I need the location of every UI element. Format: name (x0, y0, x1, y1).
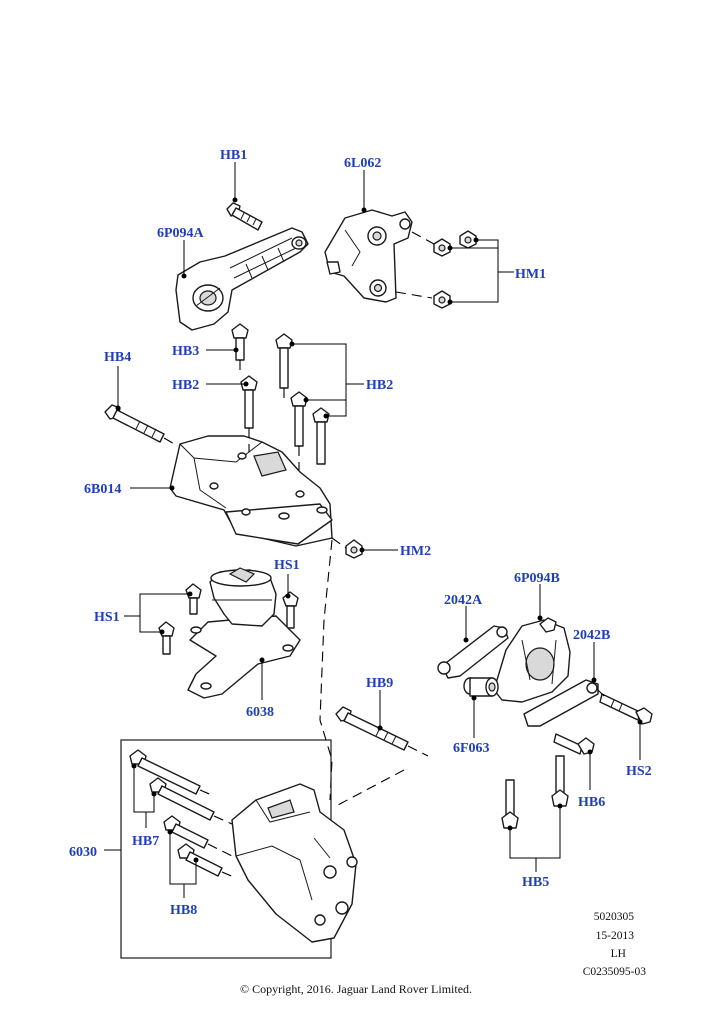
label-6b014: 6B014 (84, 482, 121, 497)
label-hb4: HB4 (104, 350, 131, 365)
dash-hs2 (597, 689, 605, 697)
label-hb5: HB5 (522, 875, 549, 890)
label-2042a: 2042A (444, 593, 483, 608)
bolt-hb1 (226, 202, 263, 231)
label-hb7: HB7 (132, 834, 159, 849)
nut-hm1-a (459, 230, 477, 249)
dash-hm1-a (411, 231, 435, 245)
bolt-hb2-d (312, 407, 330, 465)
dash-hb7b (213, 815, 233, 825)
bolt-hb2-b (275, 333, 293, 389)
label-hs2: HS2 (626, 764, 652, 779)
copyright-notice: © Copyright, 2016. Jaguar Land Rover Lim… (240, 982, 472, 996)
nut-hm2 (345, 539, 363, 559)
dash-hb7a (199, 789, 215, 797)
label-hm1: HM1 (515, 267, 546, 282)
meta-line-4: C0235095-03 (583, 966, 647, 978)
bolt-hb8-b (177, 843, 223, 877)
meta-line-3: LH (611, 948, 626, 960)
mount-bracket-6b014 (169, 435, 333, 547)
dash-hm2 (331, 537, 347, 549)
label-6p094b: 6P094B (514, 571, 560, 586)
stud-hs1-left-a (185, 583, 202, 615)
bracket-2042a (437, 625, 509, 679)
label-6030: 6030 (69, 845, 97, 860)
bracket-6l062 (324, 209, 413, 303)
bolt-hb7-a (129, 749, 201, 795)
engine-mount-6038 (187, 567, 301, 699)
bolt-hb9 (335, 706, 409, 751)
bolt-hb8-a (163, 815, 209, 849)
bolt-hb4 (104, 404, 165, 443)
bracket-2042b (523, 679, 599, 727)
label-hb2-left: HB2 (172, 378, 199, 393)
label-hb1: HB1 (220, 148, 247, 163)
stud-hs1-left-b (158, 621, 175, 655)
label-hb6: HB6 (578, 795, 605, 810)
bolt-hb7-b (149, 777, 215, 821)
bolt-hs2 (599, 693, 653, 725)
label-6f063: 6F063 (453, 741, 490, 756)
bolt-hb3 (231, 323, 249, 361)
bolt-hb5-a (501, 779, 519, 829)
label-2042b: 2042B (573, 628, 610, 643)
label-6p094a: 6P094A (157, 226, 205, 241)
mount-6p094b (493, 617, 571, 703)
label-hs1-left: HS1 (94, 610, 120, 625)
bolt-hb5-b (551, 755, 569, 807)
label-hs1-right: HS1 (274, 558, 300, 573)
dash-hm1-b (395, 291, 433, 299)
nut-hm1-c (433, 290, 451, 309)
nut-hm1-b (433, 238, 451, 257)
label-6038: 6038 (246, 705, 274, 720)
label-hb2-right: HB2 (366, 378, 393, 393)
meta-line-2: 15-2013 (596, 930, 635, 942)
dash-centerline (319, 539, 333, 801)
leader-lines (104, 162, 643, 898)
dash-hb9 (407, 745, 429, 757)
label-6l062: 6L062 (344, 156, 381, 171)
label-hm2: HM2 (400, 544, 431, 559)
torque-rod-6p094a (175, 227, 309, 331)
dash-hb8a (207, 843, 233, 857)
bushing-6f063 (463, 677, 499, 697)
meta-line-1: 5020305 (594, 911, 635, 923)
label-hb3: HB3 (172, 344, 199, 359)
dash-hb4 (163, 437, 179, 447)
stud-hs1-right (282, 591, 299, 629)
label-hb8: HB8 (170, 903, 197, 918)
label-hb9: HB9 (366, 676, 393, 691)
dash-hb8b (221, 871, 237, 879)
dash-hb9-lower (335, 769, 405, 807)
mount-bracket-6030 (231, 783, 358, 943)
